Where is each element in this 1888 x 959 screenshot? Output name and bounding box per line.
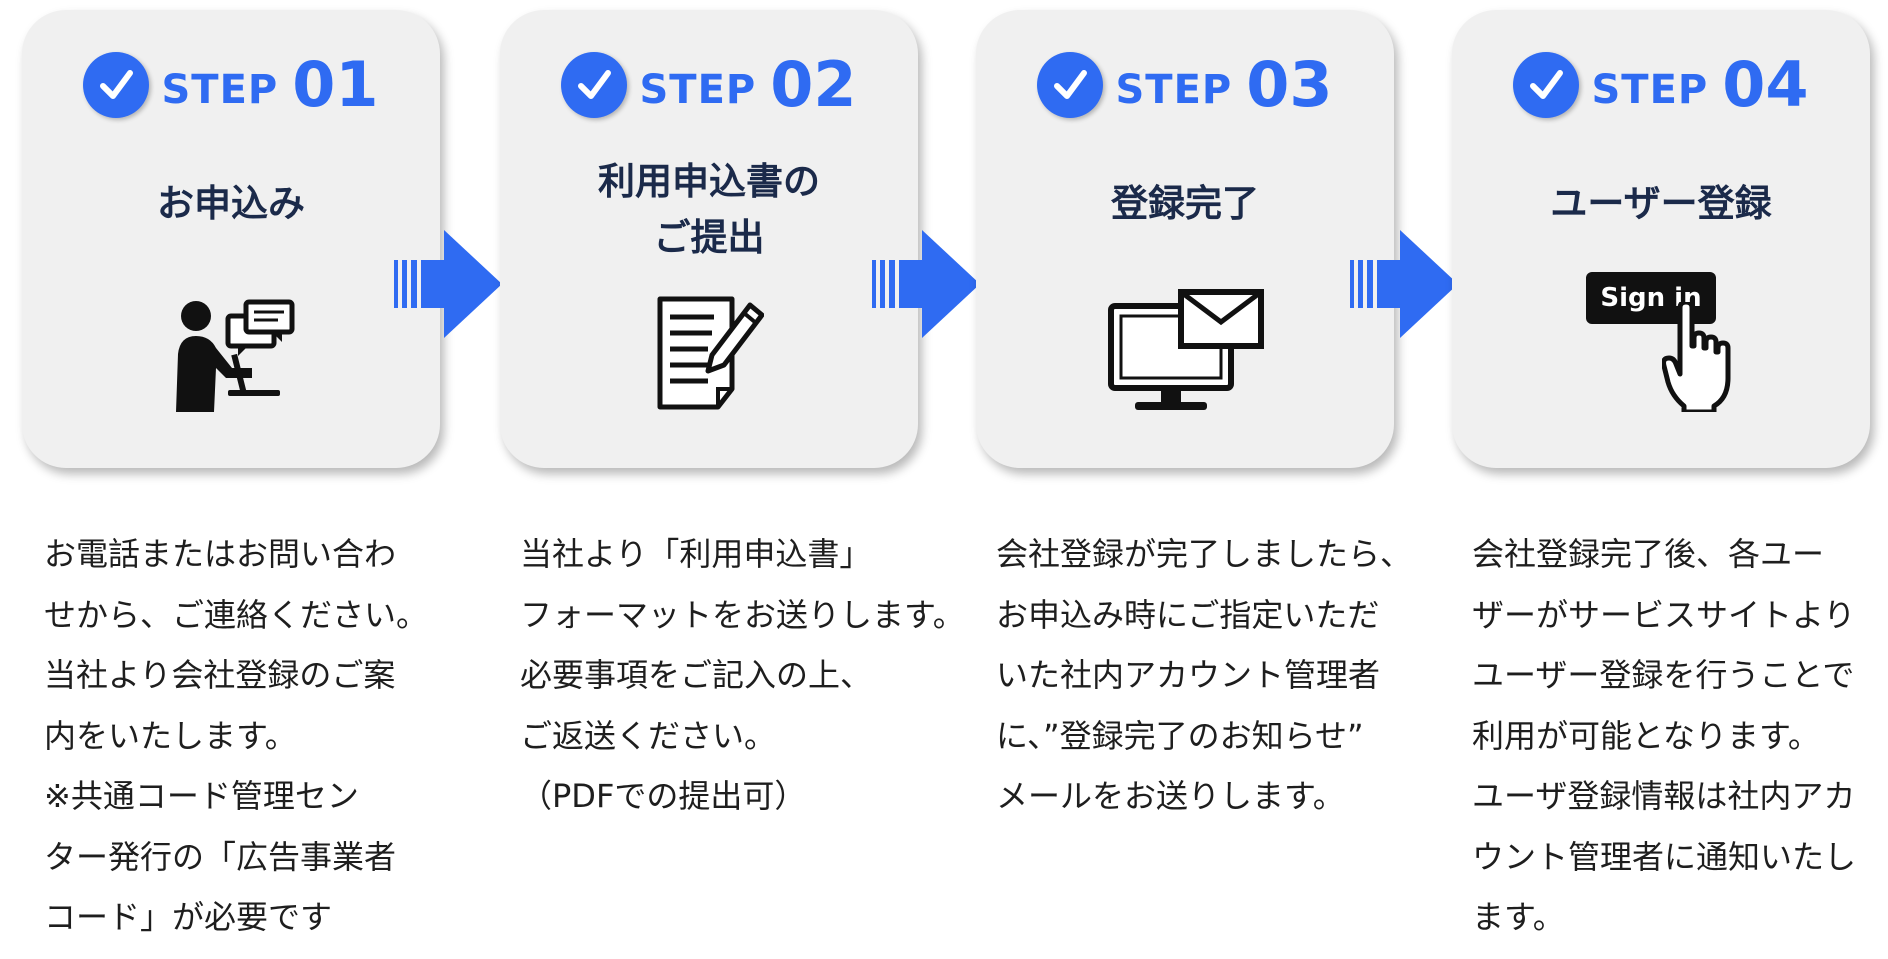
checkmark-icon [83,51,150,118]
step-title-04: ユーザー登録 [1452,176,1870,232]
description-line: （PDFでの提出可） [520,777,807,815]
step-title-02: 利用申込書の ご提出 [500,154,918,266]
step-title-line: ご提出 [653,216,765,259]
description-line: コード」が必要です [44,898,333,936]
sign-in-button-icon: Sign in [1452,272,1870,422]
step-number: 01 [292,48,379,121]
description-line: いた社内アカウント管理者 [996,656,1381,694]
step-header-01: STEP 01 [22,48,440,121]
step-number: 02 [770,48,857,121]
step-card-01: STEP 01 お申込み [22,10,440,468]
step-card-03: STEP 03 登録完了 [976,10,1394,468]
checkmark-icon [1513,51,1580,118]
description-line: 会社登録完了後、各ユー [1472,535,1825,573]
arrow-right-icon [1350,230,1458,338]
step-number: 04 [1722,48,1809,121]
description-line: ご返送ください。 [520,716,777,755]
description-line: ウント管理者に通知いたし [1472,837,1857,876]
checkmark-icon [561,51,628,118]
checkmark-icon [1037,51,1104,118]
step-description-01: お電話またはお問い合わ せから、ご連絡ください。 当社より会社登録のご案 内をい… [44,524,464,948]
description-line: 内をいたします。 [44,716,297,755]
document-pen-icon [500,278,918,428]
description-line: 必要事項をご記入の上、 [520,656,873,694]
step-header-04: STEP 04 [1452,48,1870,121]
step-title-03: 登録完了 [976,176,1394,232]
description-line: 会社登録が完了しましたら、 [996,535,1413,573]
step-label: STEP [1591,66,1709,113]
step-card-04: STEP 04 ユーザー登録 Sign in [1452,10,1870,468]
description-line: ユーザー登録を行うことで [1472,656,1855,694]
step-card-02: STEP 02 利用申込書の ご提出 [500,10,918,468]
step-description-02: 当社より「利用申込書」 フォーマットをお送りします。 必要事項をご記入の上、 ご… [520,524,965,827]
step-header-02: STEP 02 [500,48,918,121]
description-line: に、”登録完了のお知らせ” [996,716,1364,755]
description-line: お電話またはお問い合わ [44,535,397,573]
description-line: 当社より「利用申込書」 [520,535,872,573]
description-line: ター発行の「広告事業者 [44,837,397,876]
person-at-computer-icon [22,278,440,428]
description-line: せから、ご連絡ください。 [44,595,429,634]
monitor-mail-icon [976,278,1394,428]
description-line: ます。 [1472,898,1565,936]
step-title-line: お申込み [157,182,305,225]
step-number: 03 [1246,48,1333,121]
arrow-right-icon [394,230,502,338]
step-title-01: お申込み [22,176,440,232]
step-description-03: 会社登録が完了しましたら、 お申込み時にご指定いただ いた社内アカウント管理者 … [996,524,1416,827]
description-line: フォーマットをお送りします。 [520,595,965,634]
description-line: ※共通コード管理セン [44,777,359,815]
description-line: 当社より会社登録のご案 [44,656,396,694]
step-label: STEP [1115,66,1233,113]
description-line: ユーザ登録情報は社内アカ [1472,777,1856,815]
step-header-03: STEP 03 [976,48,1394,121]
description-line: お申込み時にご指定いただ [996,595,1380,634]
step-title-line: ユーザー登録 [1550,182,1772,225]
step-label: STEP [639,66,757,113]
step-title-line: 利用申込書の [598,160,820,203]
description-line: メールをお送りします。 [996,777,1345,815]
step-description-04: 会社登録完了後、各ユー ザーがサービスサイトより ユーザー登録を行うことで 利用… [1472,524,1888,948]
arrow-right-icon [872,230,980,338]
step-title-line: 登録完了 [1111,182,1259,225]
description-line: ザーがサービスサイトより [1472,595,1856,634]
pointing-hand-icon [1662,302,1731,412]
step-label: STEP [161,66,279,113]
description-line: 利用が可能となります。 [1472,716,1820,755]
